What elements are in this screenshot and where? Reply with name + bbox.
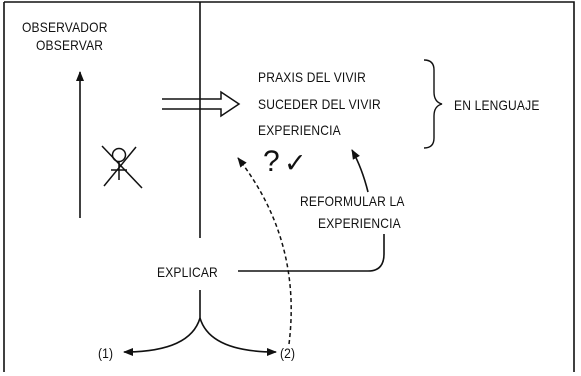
check-mark-icon: ✓ bbox=[284, 148, 307, 179]
label-praxis: PRAXIS DEL VIVIR bbox=[258, 69, 367, 85]
check-arrow bbox=[351, 149, 369, 193]
explicar-dashed-arrow bbox=[237, 157, 292, 345]
reformular-arrow bbox=[238, 234, 385, 272]
question-mark-icon: ? bbox=[263, 145, 280, 178]
curly-brace bbox=[423, 59, 443, 149]
double-arrow bbox=[162, 90, 241, 118]
crossed-observer-icon bbox=[101, 145, 143, 189]
label-branch-1: (1) bbox=[98, 345, 114, 361]
frame-border bbox=[3, 1, 575, 372]
label-suceder: SUCEDER DEL VIVIR bbox=[258, 96, 381, 112]
label-reformular-2: EXPERIENCIA bbox=[318, 215, 401, 231]
branch-right-arrow bbox=[199, 317, 277, 356]
label-experiencia: EXPERIENCIA bbox=[258, 122, 341, 138]
label-reformular-1: REFORMULAR LA bbox=[300, 193, 405, 209]
label-branch-2: (2) bbox=[280, 345, 296, 361]
label-lenguaje: EN LENGUAJE bbox=[454, 97, 540, 113]
branch-left-arrow bbox=[123, 317, 201, 356]
label-observar: OBSERVAR bbox=[36, 37, 104, 53]
label-explicar: EXPLICAR bbox=[157, 264, 218, 280]
label-observador: OBSERVADOR bbox=[22, 19, 108, 35]
